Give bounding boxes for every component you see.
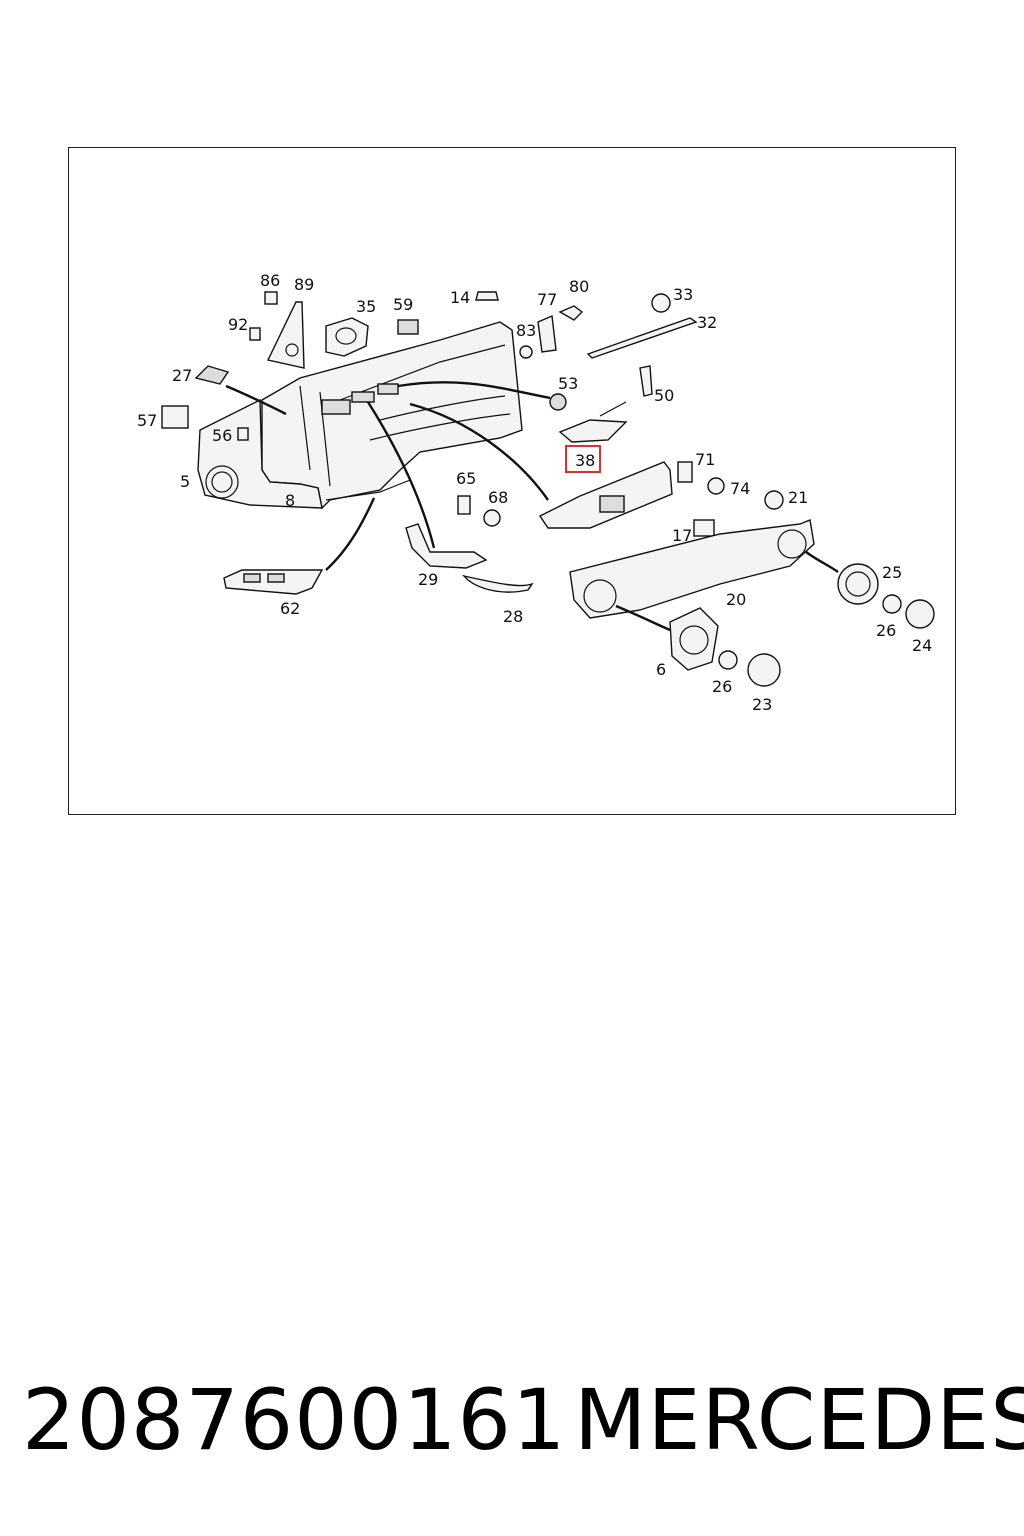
arrow-29 xyxy=(366,401,436,549)
clip-86-part xyxy=(264,291,278,305)
diagram-frame xyxy=(68,147,956,815)
arrow-50 xyxy=(599,401,627,417)
arrow-27 xyxy=(225,384,287,416)
inner-panel-part xyxy=(197,398,323,509)
plate-77-part xyxy=(537,314,557,353)
callout-label-74: 74 xyxy=(730,479,750,498)
grille-23-part xyxy=(747,653,781,687)
callout-label-17: 17 xyxy=(672,526,692,545)
callout-label-35: 35 xyxy=(356,297,376,316)
switch-17-part xyxy=(693,519,715,537)
callout-label-33: 33 xyxy=(673,285,693,304)
strip-32-part xyxy=(586,317,698,359)
pad-57-part xyxy=(161,405,189,429)
callout-label-32: 32 xyxy=(697,313,717,332)
armrest-part xyxy=(538,461,673,529)
callout-label-27: 27 xyxy=(172,366,192,385)
callout-label-50: 50 xyxy=(654,386,674,405)
callout-label-83: 83 xyxy=(516,321,536,340)
clip-83-part xyxy=(519,345,533,359)
callout-label-29: 29 xyxy=(418,570,438,589)
callout-label-23: 23 xyxy=(752,695,772,714)
callout-label-5: 5 xyxy=(180,472,190,491)
callout-label-20: 20 xyxy=(726,590,746,609)
callout-label-26: 26 xyxy=(876,621,896,640)
arrow-62 xyxy=(325,497,376,571)
clip-92-part xyxy=(249,327,261,341)
callout-label-6: 6 xyxy=(656,660,666,679)
callout-label-57: 57 xyxy=(137,411,157,430)
callout-label-68: 68 xyxy=(488,488,508,507)
callout-label-25: 25 xyxy=(882,563,902,582)
corner-trim-89-part xyxy=(266,301,305,369)
footer: 2087600161 MERCEDES xyxy=(0,1370,1024,1470)
part-number: 2087600161 xyxy=(22,1371,567,1469)
ring-25-part xyxy=(837,563,879,605)
clip-26b-part xyxy=(718,650,738,670)
callout-label-77: 77 xyxy=(537,290,557,309)
cap-27-part xyxy=(194,365,230,385)
screw-80-part xyxy=(558,305,584,321)
bezel-38-part xyxy=(558,419,628,443)
lower-panel-20-part xyxy=(569,519,815,619)
handle-35-part xyxy=(325,317,369,357)
callout-label-24: 24 xyxy=(912,636,932,655)
clip-71-part xyxy=(677,461,693,483)
callout-label-14: 14 xyxy=(450,288,470,307)
trim-28-part xyxy=(461,574,534,593)
callout-label-56: 56 xyxy=(212,426,232,445)
callout-label-59: 59 xyxy=(393,295,413,314)
callout-label-89: 89 xyxy=(294,275,314,294)
arrow-6 xyxy=(615,604,671,632)
callout-label-65: 65 xyxy=(456,469,476,488)
highlight-box xyxy=(565,445,601,473)
callout-label-8: 8 xyxy=(285,491,295,510)
screw-74-part xyxy=(707,477,725,495)
callout-label-26b: 26 xyxy=(712,677,732,696)
callout-label-80: 80 xyxy=(569,277,589,296)
bracket-6-part xyxy=(669,607,719,671)
arrow-53 xyxy=(397,381,551,400)
callout-label-38: 38 xyxy=(575,451,595,470)
callout-label-53: 53 xyxy=(558,374,578,393)
callout-label-62: 62 xyxy=(280,599,300,618)
clip-56-part xyxy=(237,427,249,441)
clip-65-part xyxy=(457,495,471,515)
screw-68-part xyxy=(483,509,501,527)
clip-33-part xyxy=(651,293,671,313)
brand-name: MERCEDES xyxy=(574,1371,1024,1469)
arrow-25 xyxy=(805,551,839,573)
handle-29-part xyxy=(405,523,488,569)
plug-14-part xyxy=(475,291,499,301)
callout-label-28: 28 xyxy=(503,607,523,626)
screw-53-part xyxy=(549,393,567,411)
grille-24-part xyxy=(905,599,935,629)
switch-59-part xyxy=(397,319,419,335)
clip-26a-part xyxy=(882,594,902,614)
bolt-50-part xyxy=(639,365,653,397)
clip-21-part xyxy=(764,490,784,510)
callout-label-71: 71 xyxy=(695,450,715,469)
callout-label-21: 21 xyxy=(788,488,808,507)
callout-label-92: 92 xyxy=(228,315,248,334)
callout-label-86: 86 xyxy=(260,271,280,290)
arrow-armrest xyxy=(409,402,549,501)
